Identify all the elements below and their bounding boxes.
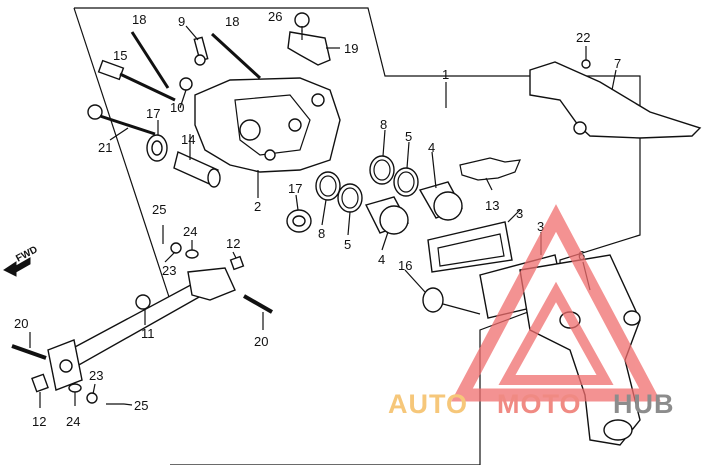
boot-17-upper — [146, 134, 168, 162]
callout-8-upper: 8 — [380, 117, 387, 132]
washer-24-upper — [185, 249, 199, 259]
callout-3-lower: 3 — [537, 219, 544, 234]
sleeve-14 — [173, 151, 221, 188]
boot-16 — [422, 287, 481, 315]
bracket-19 — [287, 12, 331, 66]
callout-25-upper: 25 — [152, 202, 166, 217]
callout-23-upper: 23 — [162, 263, 176, 278]
watermark-auto: AUTO — [388, 389, 468, 419]
watermark-hub: HUB — [613, 389, 675, 419]
callout-13: 13 — [485, 198, 499, 213]
callout-5-lower: 5 — [344, 237, 351, 252]
callout-25-lower: 25 — [134, 398, 148, 413]
caliper-guard-7 — [529, 61, 702, 139]
callout-4-lower: 4 — [378, 252, 385, 267]
watermark-text: AUTO MOTO HUB — [388, 389, 675, 419]
callout-14: 14 — [181, 132, 195, 147]
pin-bolt-18-left — [130, 31, 170, 89]
caliper-body — [194, 77, 341, 173]
callout-9: 9 — [178, 14, 185, 29]
piston-4-lower — [364, 196, 410, 235]
callout-16: 16 — [398, 258, 412, 273]
watermark-logo — [451, 204, 661, 402]
callout-5-upper: 5 — [405, 129, 412, 144]
bolt-21 — [87, 104, 156, 136]
callout-11: 11 — [141, 326, 155, 341]
callout-20-left: 20 — [14, 316, 28, 331]
callout-18-right: 18 — [225, 14, 239, 29]
bolt-20-left — [11, 344, 47, 360]
callout-20-right: 20 — [254, 334, 268, 349]
callout-24-lower: 24 — [66, 414, 80, 429]
collar-12-right — [229, 255, 245, 271]
callout-2: 2 — [254, 199, 261, 214]
callout-22: 22 — [576, 30, 590, 45]
callout-3-upper: 3 — [516, 206, 523, 221]
callout-17-upper: 17 — [146, 106, 160, 121]
brake-pad-3-upper — [427, 221, 513, 273]
callout-7: 7 — [614, 56, 621, 71]
bolt-15 — [97, 59, 176, 102]
bolt-20-right — [243, 294, 273, 314]
callout-4-upper: 4 — [428, 140, 435, 155]
callout-23-lower: 23 — [89, 368, 103, 383]
nut-23-upper — [170, 242, 182, 254]
callout-12-upper: 12 — [226, 236, 240, 251]
nut-23-lower — [86, 392, 98, 404]
callout-1: 1 — [442, 67, 449, 82]
callout-10: 10 — [170, 100, 184, 115]
boundary-left-edge — [73, 7, 171, 301]
callout-26: 26 — [268, 9, 282, 24]
callout-18-left: 18 — [132, 12, 146, 27]
callout-12-lower: 12 — [32, 414, 46, 429]
callout-8-lower: 8 — [318, 226, 325, 241]
fwd-arrow: FWD — [3, 244, 40, 277]
torque-rod-11 — [47, 267, 236, 391]
leader-lines — [29, 25, 617, 408]
callout-21: 21 — [98, 140, 112, 155]
pin-bolt-18-right — [210, 32, 262, 80]
washer-24-lower — [68, 383, 82, 393]
pad-spring-13 — [459, 157, 521, 181]
callout-labels: 1 2 3 3 4 4 5 5 6 7 8 8 9 10 11 12 12 13… — [14, 9, 621, 429]
callout-17-lower: 17 — [288, 181, 302, 196]
piston-4-upper — [418, 181, 463, 221]
callout-15: 15 — [113, 48, 127, 63]
nut-22 — [581, 59, 591, 69]
callout-19: 19 — [344, 41, 358, 56]
nut-10 — [179, 77, 193, 91]
callout-24-upper: 24 — [183, 224, 197, 239]
boot-17-lower — [286, 209, 312, 233]
collar-12-left — [31, 373, 49, 393]
watermark-moto: MOTO — [497, 389, 582, 419]
bleeder-screw — [193, 36, 209, 66]
